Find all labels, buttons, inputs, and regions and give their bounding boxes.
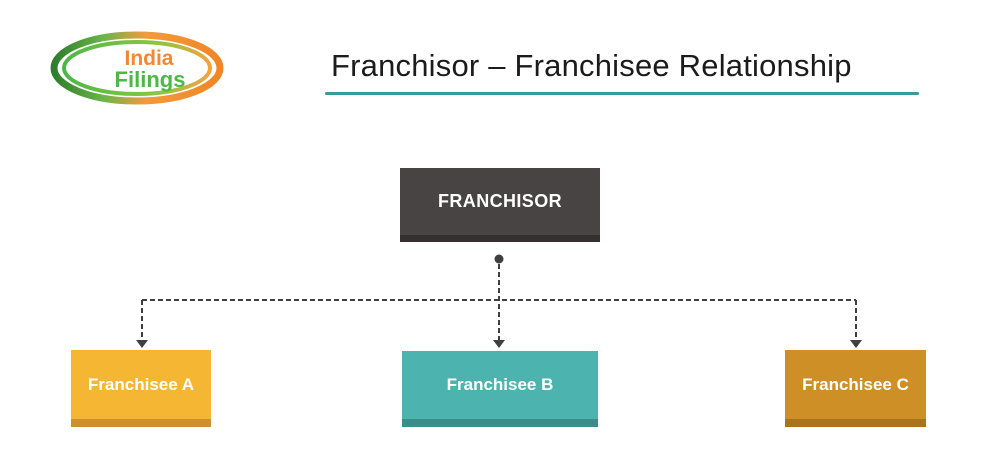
franchisor-bottom-edge [400,235,600,242]
title-underline [325,92,919,95]
logo-text-filings: Filings [115,67,186,92]
franchisee-c-bottom-edge [785,419,926,427]
arrowhead-center-icon [493,340,505,348]
arrowhead-left-icon [136,340,148,348]
logo-text-india: India [124,47,173,70]
arrowhead-right-icon [850,340,862,348]
franchisee-b-box: Franchisee B [402,351,598,427]
franchisee-b-bottom-edge [402,419,598,427]
franchisee-c-label: Franchisee C [802,374,909,394]
franchisor-box: FRANCHISOR [400,168,600,242]
franchisee-a-box: Franchisee A [71,350,211,427]
page-title: Franchisor – Franchisee Relationship [331,48,852,83]
franchisor-label: FRANCHISOR [438,191,562,211]
connector-dot [494,254,504,264]
logo-inner-ring [62,40,212,96]
indiafilings-logo: India Filings [50,31,224,105]
franchisee-c-box: Franchisee C [785,350,926,427]
franchisee-a-label: Franchisee A [87,374,195,394]
franchisee-b-label: Franchisee B [446,375,554,394]
franchisee-a-bottom-edge [71,419,211,427]
logo-outer-ring [50,31,224,105]
